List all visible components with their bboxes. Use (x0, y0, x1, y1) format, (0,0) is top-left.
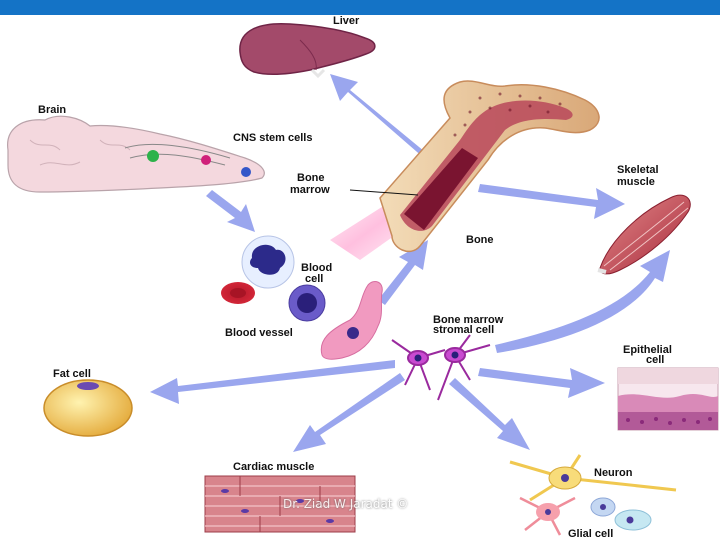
top-bar (0, 0, 720, 15)
epithelial-cell-label-line1: Epithelial (623, 344, 672, 356)
stromal-nucleus (414, 354, 422, 362)
fat-cell-illustration (43, 379, 133, 437)
stromal-cell-label-line1: Bone marrow (433, 314, 504, 326)
skeletal-muscle-label-line1: Skeletal (617, 164, 659, 176)
arrows (150, 74, 670, 452)
neuron-label: Neuron (594, 467, 633, 479)
glial-cell-label: Glial cell (568, 528, 614, 540)
bone-marrow-label-line2: marrow (290, 184, 330, 196)
liver-label: Liver (333, 15, 360, 27)
stromal-cell-illustration (391, 334, 491, 401)
fat-cell-label: Fat cell (53, 368, 91, 380)
blood-vessel-label: Blood vessel (225, 327, 293, 339)
epithelial-cell-illustration (617, 367, 719, 431)
blood-cell-label-line1: Blood (301, 262, 333, 274)
blood-vessel-illustration (320, 281, 383, 360)
epithelial-cell-label-line2: cell (646, 354, 665, 366)
bone-marrow-label-line1: Bone (297, 172, 325, 184)
glial-cell-illustration (519, 496, 652, 536)
cardiac-muscle-illustration (204, 475, 356, 533)
skeletal-muscle-label-line2: muscle (617, 176, 655, 188)
bone-marrow-pointer (349, 189, 419, 196)
brain-label: Brain (38, 104, 67, 116)
blood-cell-label-line2: cell (305, 273, 324, 285)
watermark-text: Dr. Ziad W Jaradat © (283, 497, 409, 511)
neuron-illustration (509, 454, 677, 502)
stromal-cell-label-line2: stromal cell (433, 324, 495, 336)
cns-stem-cells-label: CNS stem cells (233, 132, 313, 144)
cardiac-muscle-label: Cardiac muscle (233, 461, 315, 473)
brain-illustration (7, 115, 265, 193)
liver-illustration (239, 22, 376, 79)
stromal-nucleus (451, 351, 459, 359)
blood-cell-illustration (221, 235, 326, 322)
bone-label: Bone (466, 234, 494, 246)
bone-illustration (379, 80, 600, 253)
skeletal-muscle-illustration (597, 194, 691, 275)
